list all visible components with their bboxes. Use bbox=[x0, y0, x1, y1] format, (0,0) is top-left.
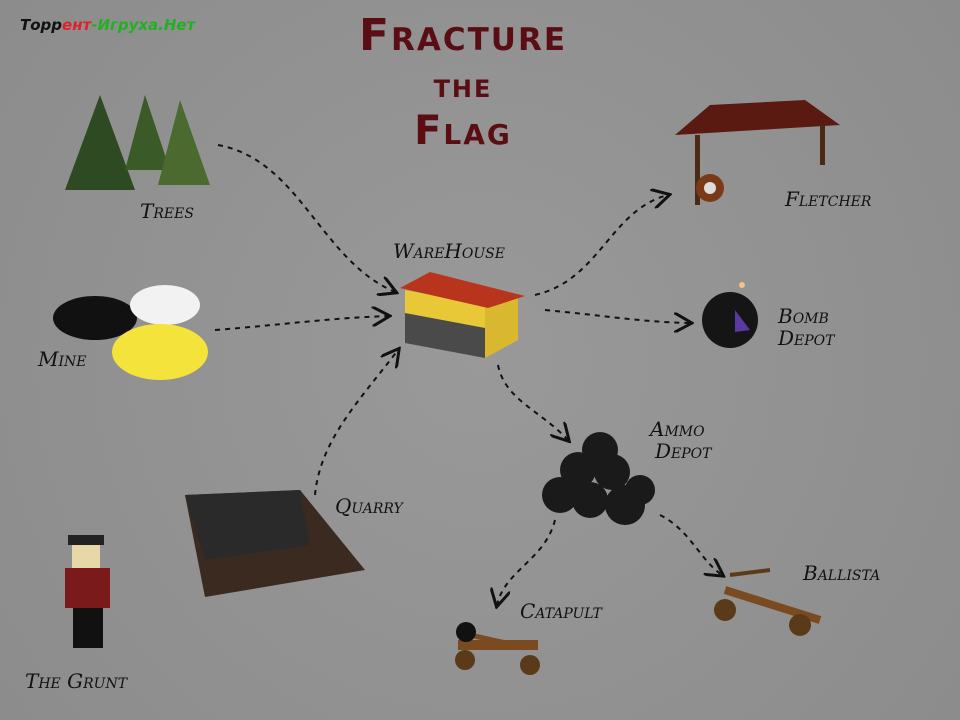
grunt-icon bbox=[65, 535, 110, 648]
ammo-icon bbox=[542, 432, 655, 525]
label-quarry: Quarry bbox=[335, 494, 403, 518]
label-bomb-depot-1: Bomb bbox=[778, 304, 829, 328]
label-bomb-depot-2: Depot bbox=[778, 326, 835, 350]
bomb-icon bbox=[702, 282, 758, 348]
ballista-icon bbox=[714, 568, 822, 636]
catapult-icon bbox=[455, 622, 540, 675]
label-catapult: Catapult bbox=[520, 599, 602, 623]
watermark-part: Торр bbox=[20, 16, 63, 34]
title-line-1: Fracture bbox=[358, 10, 568, 61]
label-ballista: Ballista bbox=[803, 561, 881, 585]
label-warehouse: WareHouse bbox=[393, 239, 505, 263]
warehouse-icon bbox=[400, 272, 525, 358]
watermark-part: -Игруха.Нет bbox=[91, 16, 196, 34]
label-mine: Mine bbox=[38, 347, 87, 371]
mine-icon bbox=[53, 285, 208, 380]
title-line-2: the bbox=[433, 66, 493, 106]
arrows bbox=[214, 144, 722, 605]
quarry-icon bbox=[185, 490, 365, 597]
trees-icon bbox=[65, 95, 210, 190]
label-trees: Trees bbox=[140, 199, 194, 223]
title-line-3: Flag bbox=[414, 108, 512, 154]
label-ammo-depot-1: Ammo bbox=[650, 417, 705, 441]
label-ammo-depot-2: Depot bbox=[655, 439, 712, 463]
watermark-part: ент bbox=[62, 16, 92, 34]
label-fletcher: Fletcher bbox=[785, 187, 872, 211]
fletcher-icon bbox=[675, 100, 840, 205]
label-the-grunt: The Grunt bbox=[25, 669, 128, 693]
watermark: Торрент-Игруха.Нет bbox=[20, 16, 195, 34]
